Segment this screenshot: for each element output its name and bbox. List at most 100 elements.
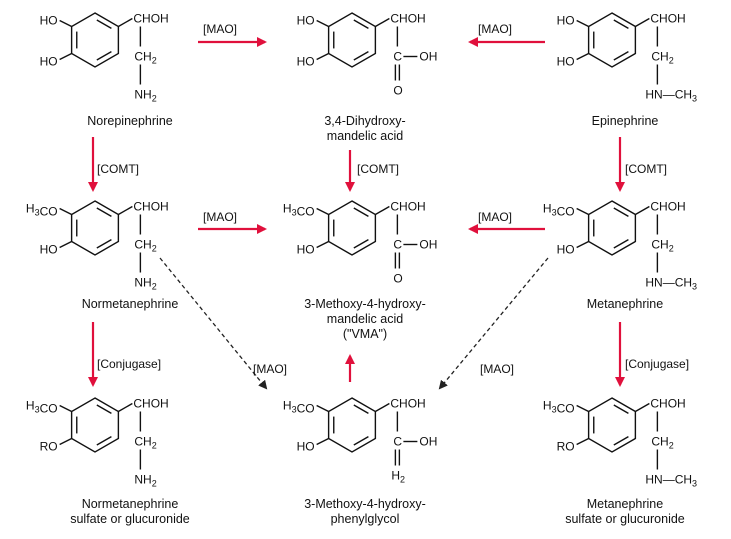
choh-group: CHOH xyxy=(133,200,168,214)
ch2-group: CH2 xyxy=(134,435,156,451)
ch2-group: CH2 xyxy=(651,238,673,254)
substituent-bottom: HO xyxy=(297,55,315,69)
substituent-bottom: HO xyxy=(557,55,575,69)
benzene-ring xyxy=(70,397,120,453)
glycol-h2: H2 xyxy=(391,469,405,485)
bond xyxy=(316,240,329,249)
substituent-top: H3CO xyxy=(543,399,575,416)
mao-label-top-right: [MAO] xyxy=(478,22,513,36)
nh-ch3-group: HN—CH3 xyxy=(645,473,697,489)
bond xyxy=(375,17,390,28)
metanephrine-conjugate-label: Metanephrine sulfate or glucuronide xyxy=(565,497,685,526)
bond xyxy=(635,402,650,413)
glycol-oh: OH xyxy=(419,435,437,449)
double-bond xyxy=(96,404,112,415)
epinephrine-label: Epinephrine xyxy=(591,114,659,128)
substituent-top: HO xyxy=(40,14,58,28)
double-bond xyxy=(613,19,629,30)
benzene-ring xyxy=(327,397,377,453)
bond xyxy=(59,404,72,413)
double-bond xyxy=(96,238,112,249)
carboxyl-oh: OH xyxy=(419,50,437,64)
bond xyxy=(59,19,72,28)
bond xyxy=(576,437,589,446)
bond xyxy=(375,402,390,413)
carbonyl-oxygen: O xyxy=(393,272,402,286)
dihydroxymandelic-acid-label: 3,4-Dihydroxy- mandelic acid xyxy=(324,114,406,143)
metanephrine-label: Metanephrine xyxy=(586,297,664,311)
comt-label-center: [COMT] xyxy=(357,162,399,176)
double-bond xyxy=(96,50,112,61)
ch2-group: CH2 xyxy=(651,50,673,66)
nh2-group: NH2 xyxy=(134,276,156,292)
substituent-bottom: HO xyxy=(297,243,315,257)
bond xyxy=(576,404,589,413)
benzene-ring xyxy=(587,200,637,256)
double-bond xyxy=(613,207,629,218)
bond xyxy=(316,437,329,446)
ch2-group: CH2 xyxy=(134,50,156,66)
bond xyxy=(59,240,72,249)
substituent-top: H3CO xyxy=(26,399,58,416)
bond xyxy=(316,19,329,28)
mao-label-mid-right: [MAO] xyxy=(478,210,513,224)
bond xyxy=(316,52,329,61)
ch2-group: CH2 xyxy=(134,238,156,254)
choh-group: CHOH xyxy=(390,200,425,214)
substituent-top: H3CO xyxy=(26,202,58,219)
nh2-group: NH2 xyxy=(134,88,156,104)
double-bond xyxy=(96,435,112,446)
bond xyxy=(375,205,390,216)
vma-label: 3-Methoxy-4-hydroxy- mandelic acid ("VMA… xyxy=(304,297,426,341)
carbonyl-oxygen: O xyxy=(393,84,402,98)
choh-group: CHOH xyxy=(650,397,685,411)
comt-label-right: [COMT] xyxy=(625,162,667,176)
double-bond xyxy=(353,404,369,415)
normetanephrine-conjugate-label: Normetanephrine sulfate or glucuronide xyxy=(70,497,190,526)
bond xyxy=(576,19,589,28)
double-bond xyxy=(353,435,369,446)
double-bond xyxy=(353,207,369,218)
choh-group: CHOH xyxy=(650,200,685,214)
carboxyl-oh: OH xyxy=(419,238,437,252)
benzene-ring xyxy=(327,200,377,256)
choh-group: CHOH xyxy=(133,12,168,26)
substituent-top: H3CO xyxy=(543,202,575,219)
conjugase-label-left: [Conjugase] xyxy=(97,357,162,371)
benzene-ring xyxy=(327,12,377,68)
double-bond xyxy=(613,50,629,61)
bond xyxy=(635,17,650,28)
substituent-bottom: HO xyxy=(40,55,58,69)
bond xyxy=(59,52,72,61)
carboxyl-carbon: C xyxy=(393,238,402,252)
double-bond xyxy=(353,238,369,249)
nh-ch3-group: HN—CH3 xyxy=(645,88,697,104)
bond xyxy=(316,207,329,216)
double-bond xyxy=(96,207,112,218)
mao-label-top-left: [MAO] xyxy=(203,22,238,36)
choh-group: CHOH xyxy=(390,12,425,26)
bond xyxy=(635,205,650,216)
substituent-top: H3CO xyxy=(283,399,315,416)
substituent-bottom: HO xyxy=(297,440,315,454)
double-bond xyxy=(613,435,629,446)
choh-group: CHOH xyxy=(650,12,685,26)
choh-group: CHOH xyxy=(390,397,425,411)
double-bond xyxy=(613,238,629,249)
conjugase-label-right: [Conjugase] xyxy=(625,357,690,371)
ch2-group: CH2 xyxy=(651,435,673,451)
nh-ch3-group: HN—CH3 xyxy=(645,276,697,292)
bond xyxy=(576,240,589,249)
bond xyxy=(118,17,133,28)
bond xyxy=(576,207,589,216)
